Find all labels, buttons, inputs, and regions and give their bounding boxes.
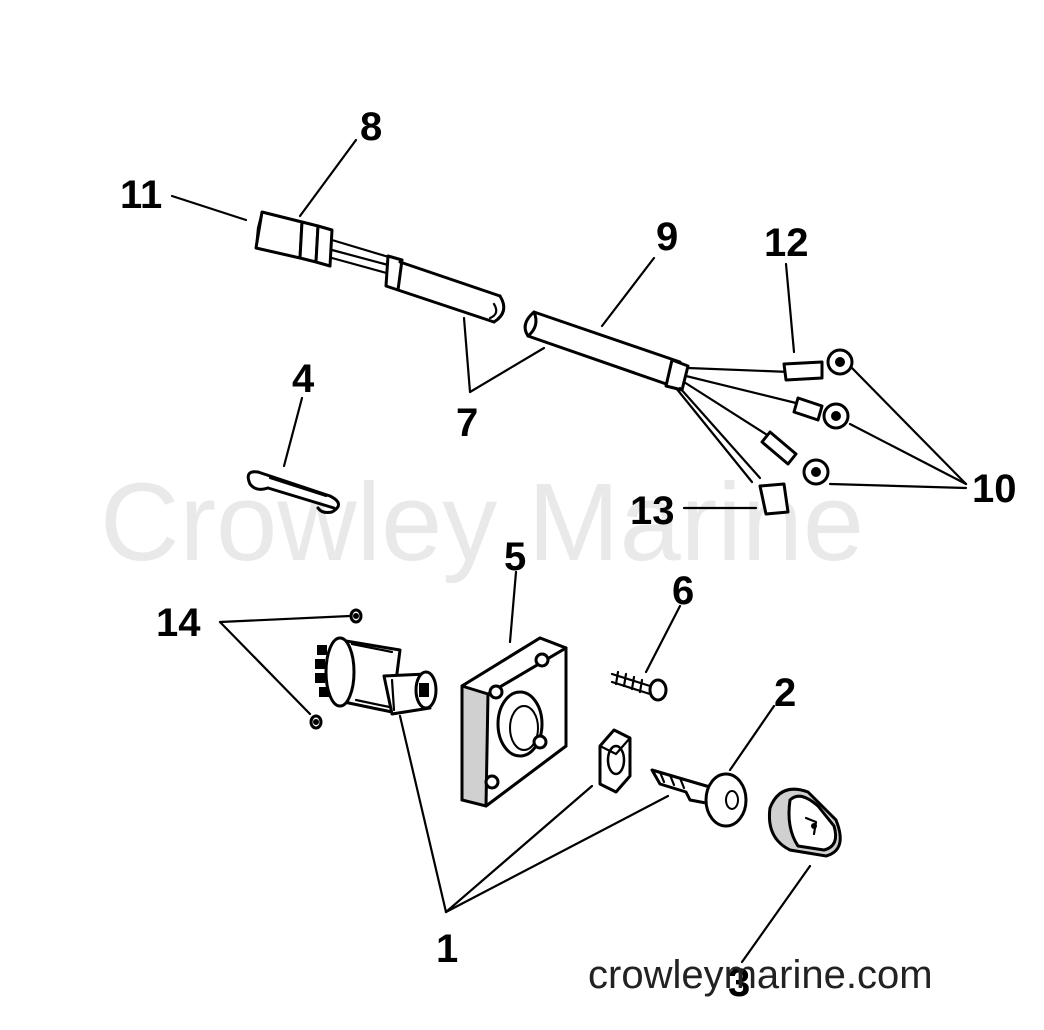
watermark-url: crowleymarine.com	[588, 953, 933, 997]
callout-2: 2	[774, 671, 796, 715]
callout-7: 7	[456, 401, 478, 445]
mounting-plate	[460, 636, 568, 808]
callout-13: 13	[630, 489, 675, 533]
callout-4: 4	[292, 357, 315, 401]
callout-11: 11	[120, 173, 162, 217]
switch-nut	[598, 728, 632, 794]
mounting-screw	[610, 670, 668, 702]
leader-lines	[170, 138, 968, 964]
watermark-text: Crowley Marine	[100, 461, 864, 584]
retaining-clip	[246, 470, 340, 514]
harness-connector-plug	[254, 210, 506, 324]
callout-1: 1	[436, 927, 458, 971]
callout-6: 6	[672, 569, 694, 613]
callout-3: 3	[728, 961, 750, 1005]
harness-cable-terminal-end	[523, 310, 854, 516]
callout-9: 9	[656, 215, 678, 259]
callout-14: 14	[156, 601, 201, 645]
callout-10: 10	[972, 467, 1017, 511]
callout-8: 8	[360, 105, 382, 149]
small-screw-bottom	[309, 714, 323, 730]
ignition-switch	[315, 636, 438, 716]
callout-12: 12	[764, 221, 809, 265]
ignition-key	[650, 768, 748, 828]
small-screw-top	[349, 608, 363, 624]
switch-cap	[767, 787, 842, 858]
callout-5: 5	[504, 535, 526, 579]
